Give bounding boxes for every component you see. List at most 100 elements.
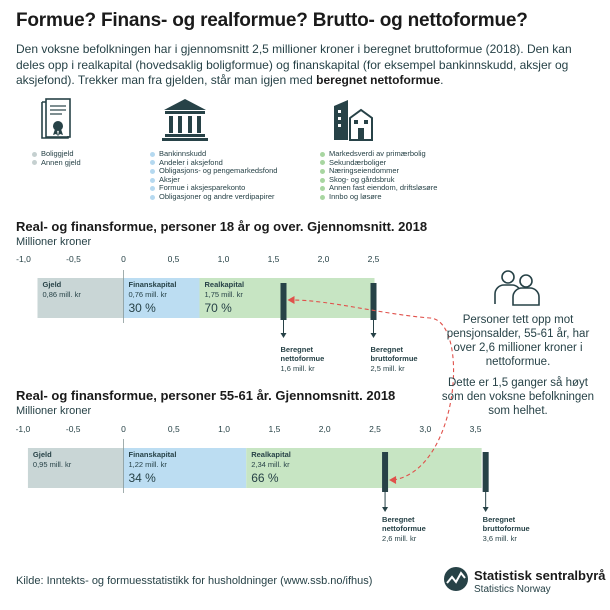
ssb-logo-icon [444,567,468,591]
chart2-bar-finanskapital [123,448,247,488]
chart2-marker-bar [382,452,389,492]
legend-item: Annen fast eiendom, driftsløsøre [320,184,437,193]
chart1-marker-arrowhead [370,333,377,338]
chart2-tick-label: 0 [121,424,126,434]
chart2-tick-label: -1,0 [16,424,31,434]
legend-item-label: Aksjer [159,174,180,184]
chart1-unit: Millioner kroner [16,236,92,248]
buildings-icon [334,100,373,141]
legend-dot-finans [150,186,155,192]
chart2-bar-value-label: 2,34 mill. kr [251,460,290,469]
chart2-tick-label: 1,0 [218,424,230,434]
chart1-tick-label: 0 [121,254,126,264]
connector-dashed-arrow [291,299,455,481]
intro-body: Den voksne befolkningen har i gjennomsni… [16,42,572,87]
chart1-marker-line1: Beregnet [281,345,314,354]
legend-item: Bankinnskudd [150,149,277,159]
chart1-tick-label: -0,5 [66,254,81,264]
legend-dot-gjeld [32,160,37,166]
legend-item: Skog- og gårdsbruk [320,175,437,185]
chart1-marker-label: 1,6 mill. kr [281,364,316,373]
legend-dot-real [320,151,325,157]
chart2-bar-share-label: 66 % [251,471,279,485]
intro-end: . [440,73,444,87]
legend-item-label: Obligasjons- og pengemarkedsfond [159,166,278,176]
chart2-bar-name: Gjeld [33,450,52,459]
chart2-bar-share-label: 34 % [129,471,157,485]
chart1-marker-bar [370,283,377,320]
legend-item-label: Obligasjoner og andre verdipapirer [159,191,275,201]
legend-item-label: Innbo og løsøre [329,191,382,201]
legend-item: Innbo og løsøre [320,191,437,202]
chart2-marker-label: 2,6 mill. kr [382,534,417,543]
chart1-bar-finanskapital [123,278,200,318]
legend-dot-finans [150,151,155,157]
legend-real: Markedsverdi av primærbolig Sekundærboli… [320,149,437,202]
chart2-bar-gjeld [27,448,124,488]
connector-arrowhead [287,296,295,304]
legend-item: Andeler i aksjefond [150,157,277,168]
logo-subtitle: Statistics Norway [474,584,551,595]
chart1-bar-value-label: 0,86 mill. kr [43,290,82,299]
chart2-tick-label: 3,5 [470,424,482,434]
legend-item: Næringseiendommer [320,167,437,176]
legend-item-label: Bankinnskudd [159,149,207,158]
legend-item-label: Næringseiendommer [329,166,400,176]
legend-item: Boliggjeld [32,149,81,159]
legend-dot-real [320,168,325,174]
legend-item-label: Andeler i aksjefond [159,157,223,167]
chart1-marker-label: 2,5 mill. kr [371,364,406,373]
chart1-marker-bar [280,283,287,320]
chart1-bar-gjeld [37,278,124,318]
note-para1: Personer tett opp mot pensjonsalder, 55-… [446,314,590,368]
chart2-tick-label: -0,5 [66,424,81,434]
chart1-tick-label: 0,5 [168,254,180,264]
chart1-bar-share-label: 70 % [205,301,233,315]
page-title: Formue? Finans- og realformue? Brutto- o… [16,10,528,31]
chart1-bar-value-label: 1,75 mill. kr [205,290,244,299]
chart2-bar-value-label: 0,95 mill. kr [33,460,72,469]
legend-gjeld: Boliggjeld Annen gjeld [32,149,81,168]
legend-item: Obligasjons- og pengemarkedsfond [150,167,277,176]
chart2-tick-label: 2,5 [369,424,381,434]
chart2-tick-label: 1,5 [268,424,280,434]
chart1-bar-realkapital [199,278,375,318]
chart2-marker-label: 3,6 mill. kr [483,534,518,543]
chart1-tick-label: 2,5 [368,254,380,264]
document-icon [41,98,71,139]
legend-dot-finans [150,160,155,166]
chart1-tick-label: 2,0 [318,254,330,264]
chart2-marker-arrowhead [482,507,489,512]
chart2-bar-realkapital [246,448,482,488]
chart1-bar-name: Realkapital [205,280,245,289]
legend-item-label: Sekundærboliger [329,157,387,167]
chart1-marker-arrowhead [280,333,287,338]
legend-dot-gjeld [32,151,37,157]
legend-item: Aksjer [150,174,277,185]
chart2-marker-line1: Beregnet [382,515,415,524]
legend-item-label: Annen fast eiendom, driftsløsøre [329,183,438,193]
chart2-marker-line2: bruttoformue [483,524,530,533]
chart2-marker-line2: nettoformue [382,524,426,533]
intro-bold: beregnet nettoformue [316,73,441,87]
chart2-tick-label: 3,0 [419,424,431,434]
legend-item: Annen gjeld [32,157,81,168]
chart2-bar-name: Realkapital [251,450,291,459]
chart1-marker-line2: nettoformue [281,354,325,363]
bank-icon [162,99,208,141]
legend-dot-finans [150,177,155,183]
chart1-bar-value-label: 0,76 mill. kr [129,290,168,299]
legend-dot-finans [150,194,155,200]
legend-item: Sekundærboliger [320,157,437,168]
legend-dot-real [320,186,325,192]
chart2-marker-arrowhead [382,507,389,512]
chart2-tick-label: 0,5 [168,424,180,434]
chart1-bar-share-label: 30 % [129,301,157,315]
legend-item-label: Markedsverdi av primærbolig [329,149,426,158]
legend-item: Formue i aksjesparekonto [150,184,277,193]
source-text: Kilde: Inntekts- og formuesstatistikk fo… [16,575,373,587]
legend-dot-real [320,177,325,183]
people-icon [494,270,540,306]
legend-item-label: Annen gjeld [41,157,81,167]
